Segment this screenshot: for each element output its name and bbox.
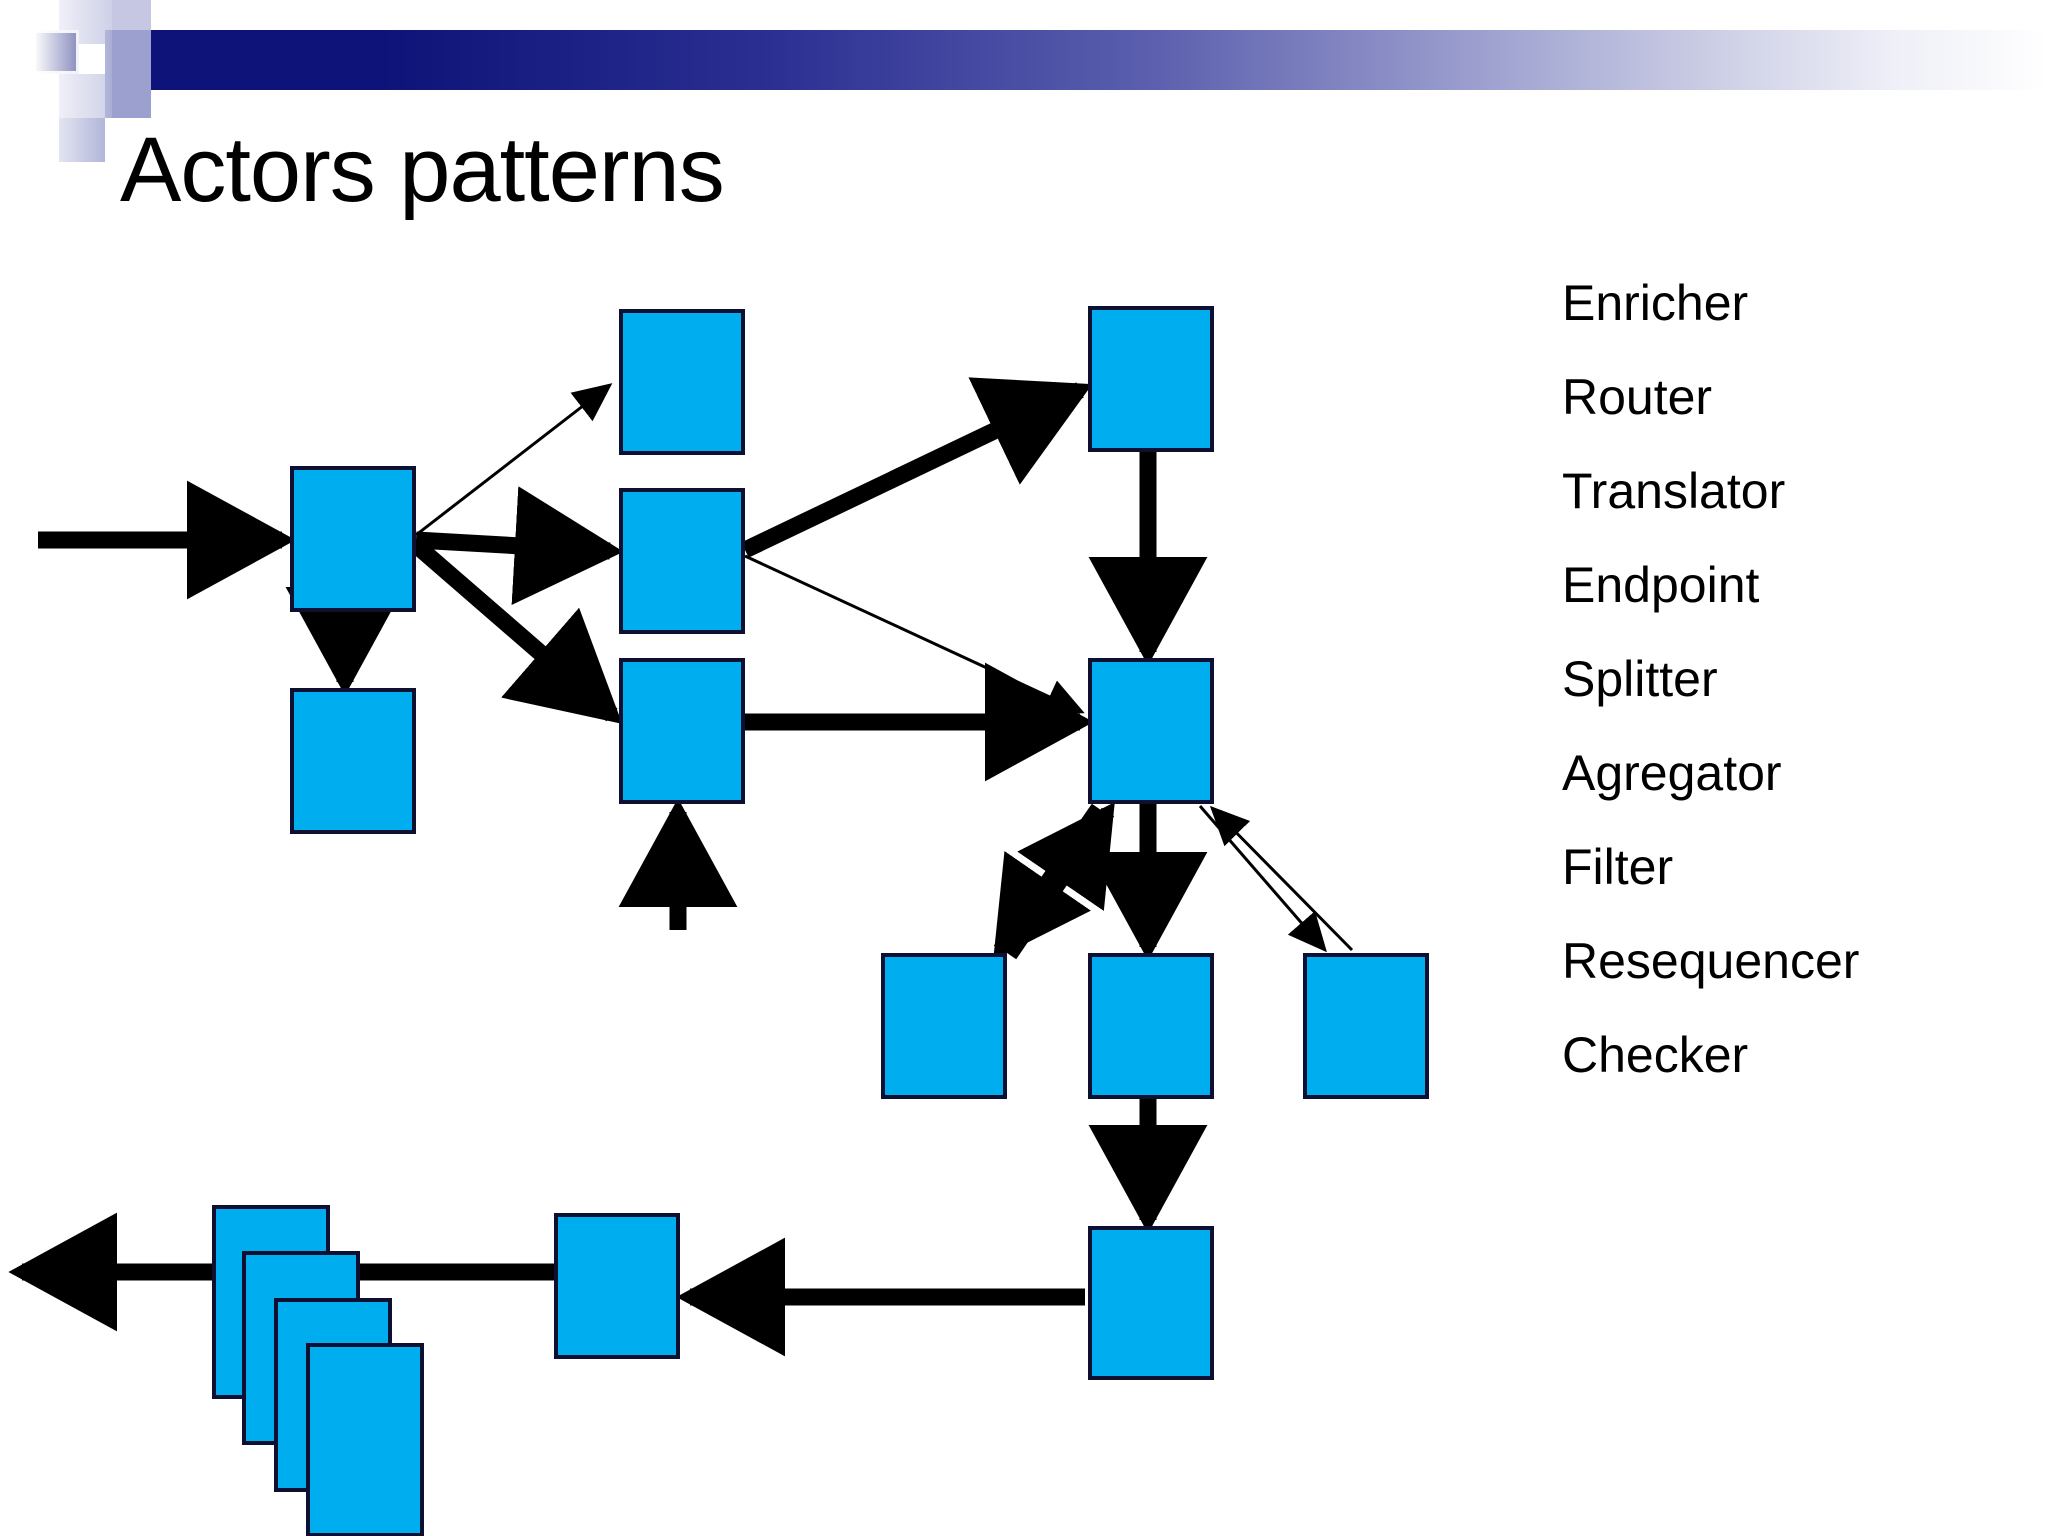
node-checker[interactable] bbox=[554, 1213, 680, 1359]
node-router[interactable] bbox=[290, 466, 416, 612]
pattern-list-item-router: Router bbox=[1562, 369, 1713, 425]
pattern-list-item-enricher: Enricher bbox=[1562, 275, 1749, 331]
pattern-list-item-splitter: Splitter bbox=[1562, 651, 1718, 707]
arrow-router-to-branch-bot bbox=[410, 538, 623, 724]
node-return[interactable] bbox=[1088, 1226, 1214, 1380]
arrow-branch-mid-to-endpoint-top bbox=[741, 377, 1093, 558]
pattern-list-item-checker: Checker bbox=[1562, 1027, 1749, 1083]
node-leaf-left[interactable] bbox=[881, 953, 1007, 1099]
node-branch-mid[interactable] bbox=[619, 488, 745, 634]
page-title: Actors patterns bbox=[120, 119, 725, 221]
node-branch-top[interactable] bbox=[619, 309, 745, 455]
pattern-list-item-resequencer: Resequencer bbox=[1562, 933, 1860, 989]
arrow-router-to-branch-mid bbox=[415, 486, 624, 606]
node-leaf-right[interactable] bbox=[1303, 953, 1429, 1099]
header-square-lavender-3 bbox=[105, 30, 151, 74]
header-square-lavender-5 bbox=[105, 74, 151, 118]
pattern-list-item-translator: Translator bbox=[1562, 463, 1786, 519]
node-endpoint-top[interactable] bbox=[1088, 306, 1214, 452]
node-branch-bot[interactable] bbox=[619, 658, 745, 804]
arrow-branch-mid-to-hub bbox=[744, 554, 1085, 714]
arrow-hub-to-leaf-left bbox=[993, 803, 1105, 960]
pattern-list-item-filter: Filter bbox=[1562, 839, 1674, 895]
node-router-sink[interactable] bbox=[290, 688, 416, 834]
arrow-leaf-left-to-hub bbox=[1003, 802, 1115, 960]
node-stack-1[interactable] bbox=[306, 1343, 424, 1536]
pattern-list-item-agregator: Agregator bbox=[1562, 745, 1782, 801]
arrow-leaf-right-to-hub bbox=[1209, 805, 1354, 952]
arrow-router-to-branch-top bbox=[415, 383, 613, 537]
node-hub[interactable] bbox=[1088, 658, 1214, 804]
node-leaf-mid[interactable] bbox=[1088, 953, 1214, 1099]
pattern-list: Enricher Router Translator Endpoint Spli… bbox=[1562, 278, 2032, 1124]
arrow-hub-to-leaf-right bbox=[1198, 805, 1327, 953]
pattern-list-item-endpoint: Endpoint bbox=[1562, 557, 1760, 613]
header-gradient-bar bbox=[112, 30, 2048, 90]
